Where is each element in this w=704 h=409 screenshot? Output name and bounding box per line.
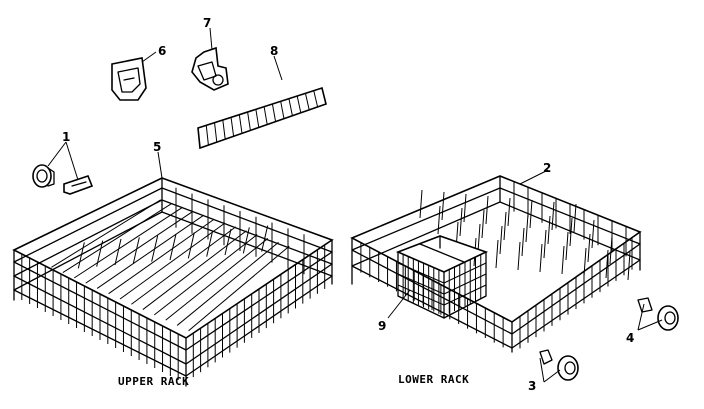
callout-6: 6: [158, 44, 166, 58]
callout-4: 4: [626, 331, 634, 345]
part-4-roller: [637, 297, 679, 331]
part-1-wheel: [32, 164, 94, 195]
leader-lines: [47, 27, 663, 383]
lower-rack: [350, 175, 642, 353]
callout-2: 2: [543, 161, 551, 175]
caption-upper-rack: UPPER RACK: [118, 375, 189, 388]
part-8-shelf: [197, 86, 327, 150]
part-7-bracket: [191, 46, 229, 91]
callout-9: 9: [378, 319, 386, 333]
part-3-roller: [539, 349, 579, 381]
callout-8: 8: [270, 44, 278, 58]
callout-5: 5: [153, 140, 161, 154]
upper-rack: [12, 177, 334, 387]
part-6-clip: [111, 57, 147, 101]
cutlery-basket: [395, 235, 489, 319]
callout-3: 3: [528, 379, 536, 393]
callout-1: 1: [62, 130, 70, 144]
caption-lower-rack: LOWER RACK: [398, 373, 469, 386]
callout-7: 7: [203, 16, 211, 30]
